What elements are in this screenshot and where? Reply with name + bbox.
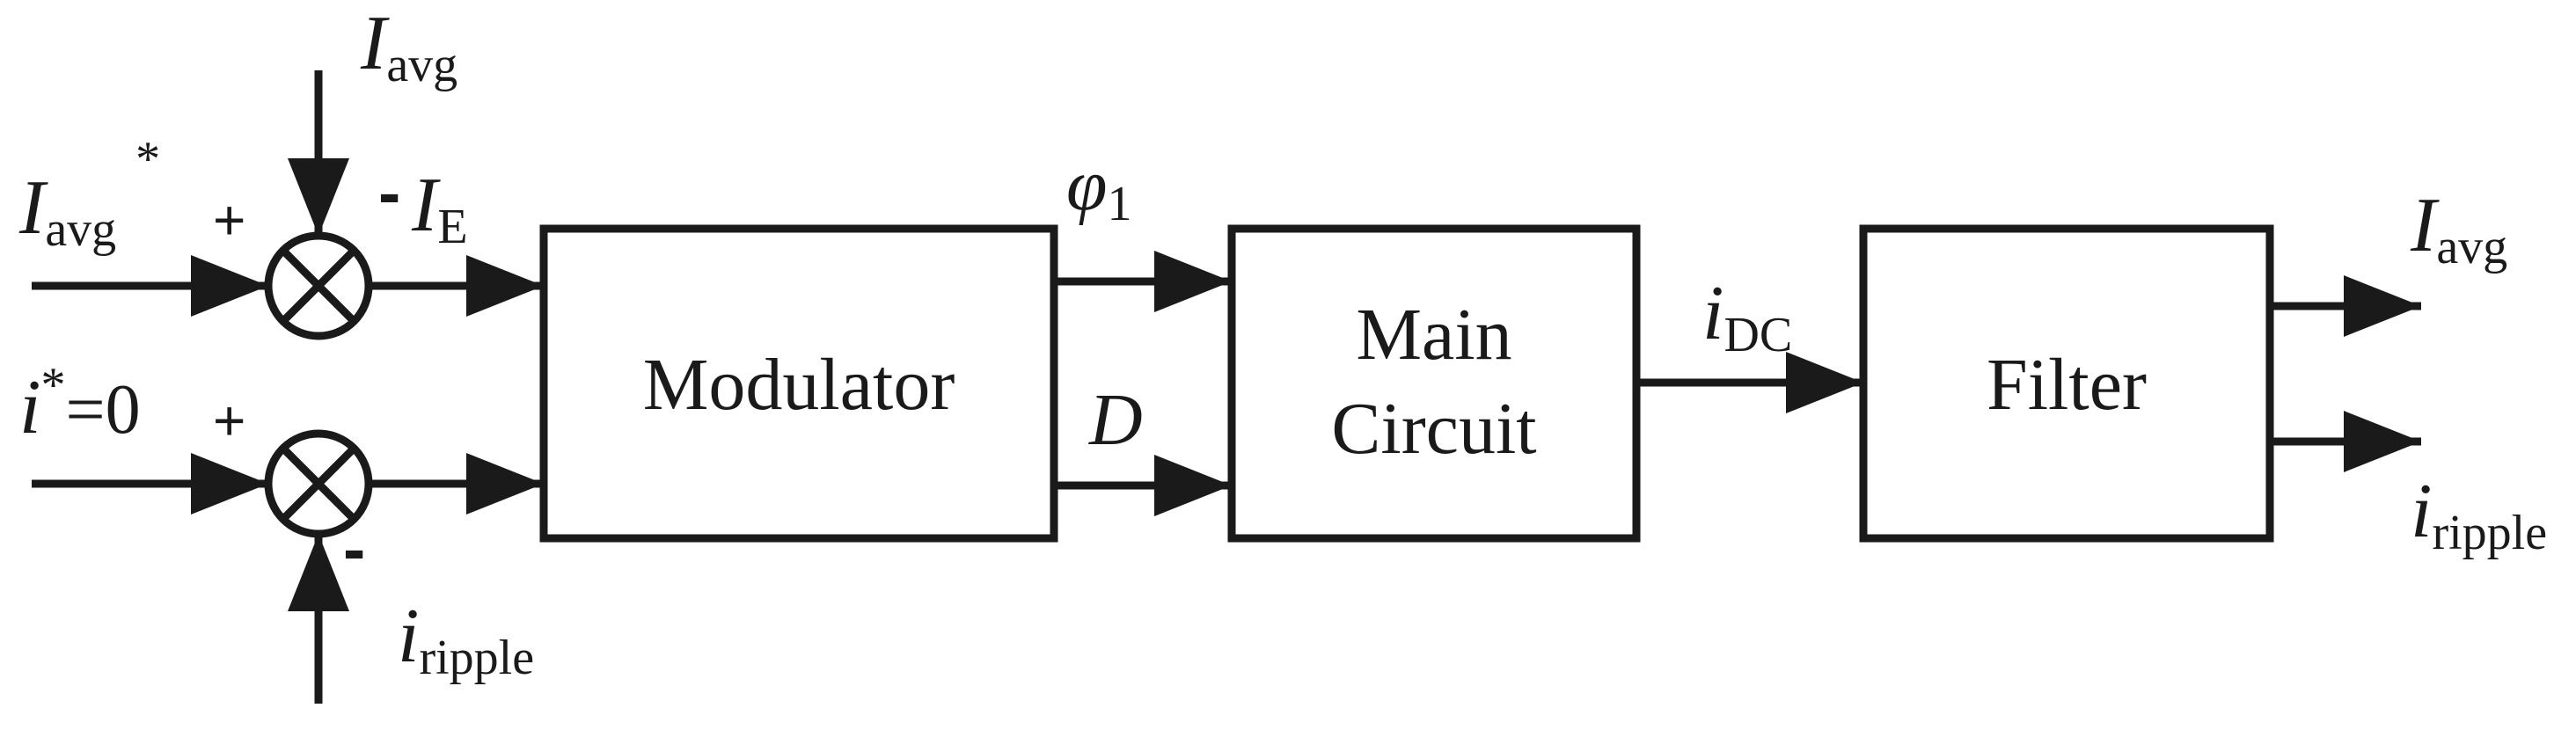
bottom-plus-sign: + — [213, 389, 245, 452]
bottom-minus-sign: - — [343, 512, 365, 587]
iripple-ref-label: i*=0 — [19, 358, 141, 450]
iavg-ref-label: Iavg* — [18, 132, 160, 257]
modulator-block — [539, 224, 1058, 543]
summing-junction-top — [264, 231, 373, 340]
iavg-output-label: Iavg — [2410, 183, 2507, 274]
d-label: D — [1088, 379, 1143, 461]
top-plus-sign: + — [213, 188, 245, 252]
main-circuit-block — [1227, 224, 1641, 543]
ie-label: IE — [411, 163, 468, 254]
iavg-feedback-label: Iavg — [360, 1, 457, 92]
iripple-output-label: iripple — [2411, 469, 2547, 560]
main-circuit-label-line1: Main — [1356, 294, 1511, 376]
phi-label: φ1 — [1066, 144, 1131, 231]
iripple-feedback-label: iripple — [398, 594, 534, 685]
main-circuit-label-line2: Circuit — [1331, 388, 1536, 470]
top-minus-sign: - — [378, 156, 400, 230]
idc-label: iDC — [1702, 271, 1792, 362]
filter-label: Filter — [1987, 344, 2147, 426]
modulator-label: Modulator — [643, 344, 955, 426]
